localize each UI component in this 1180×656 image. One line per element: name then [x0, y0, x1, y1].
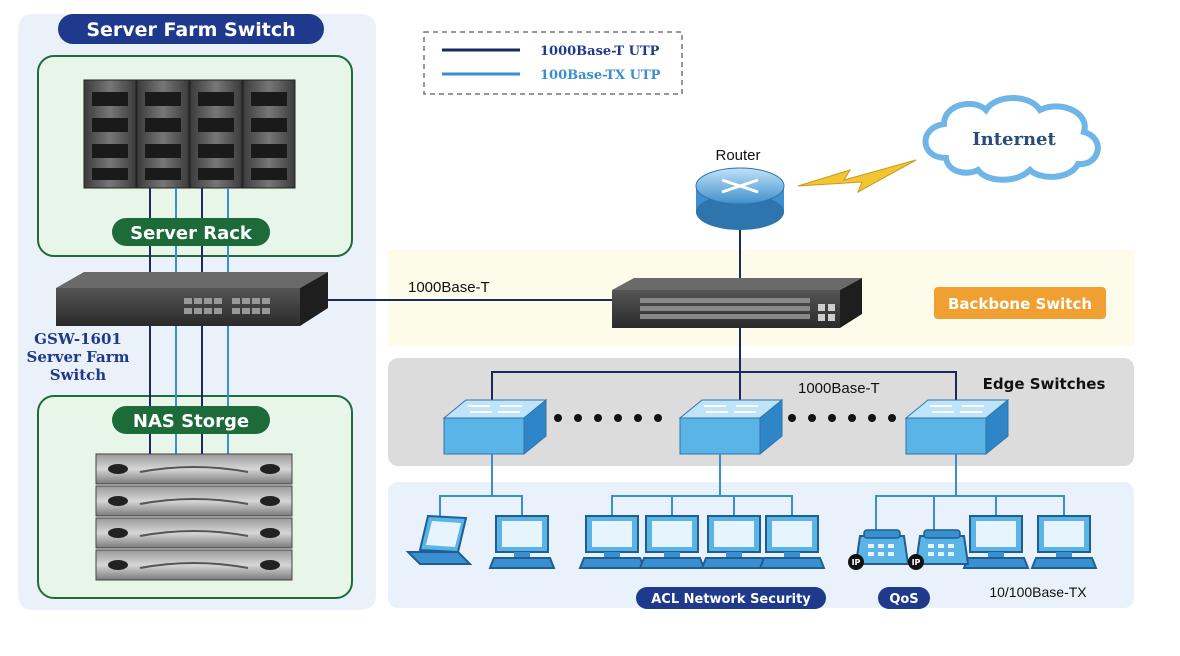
legend-label-1000base: 1000Base-T UTP [540, 44, 660, 59]
internet-label: Internet [972, 129, 1056, 150]
ip-phone-icon [914, 529, 970, 565]
internet-cloud-icon [922, 95, 1101, 183]
switch-caption-line-2: Server Farm [27, 348, 130, 366]
ip-badge-2-label: IP [912, 558, 921, 567]
ip-badge-1 [848, 554, 864, 570]
ip-phone-icon [854, 529, 910, 565]
legend-box [423, 31, 683, 95]
edge-to-client-links [439, 454, 1065, 530]
server-farm-title-pill [58, 14, 324, 44]
acl-security-label: ACL Network Security [651, 592, 811, 607]
core-link-label: 1000Base-T [408, 279, 490, 296]
laptop-icon [405, 514, 473, 565]
desktop-computer-icon [962, 515, 1030, 569]
backbone-switch-icon [612, 278, 862, 328]
router-icon [695, 167, 785, 230]
edge-switches-title: Edge Switches [983, 375, 1106, 393]
client-speed-label: 10/100Base-TX [989, 584, 1087, 600]
desktop-computer-icon [700, 515, 768, 569]
desktop-computer-icon [758, 515, 826, 569]
desktop-computer-icon [638, 515, 706, 569]
nas-storage-label: NAS Storge [133, 411, 249, 432]
ip-badge-2 [908, 554, 924, 570]
desktop-computer-icon [1030, 515, 1098, 569]
switch-model-label: GSW-1601 [34, 330, 122, 348]
qos-pill [878, 587, 930, 609]
desktop-computer-icon [488, 515, 556, 569]
edge-switch-icon-3 [904, 398, 1010, 456]
server-rack-label: Server Rack [130, 223, 253, 244]
switch-caption-line-3: Switch [50, 366, 107, 384]
backbone-to-edge-links [491, 328, 957, 402]
switch-caption: GSW-1601 Server Farm Switch [27, 330, 130, 384]
nas-storage-icon [95, 453, 293, 581]
edge-link-label: 1000Base-T [798, 380, 880, 397]
ellipsis-dots [554, 414, 896, 422]
edge-switch-icon-1 [442, 398, 548, 456]
legend-label-100base: 100Base-TX UTP [540, 68, 661, 83]
server-rack-pill [112, 218, 270, 246]
acl-security-pill [636, 587, 826, 609]
nas-storage-pill [112, 406, 270, 434]
switch-to-nas-links [149, 326, 229, 456]
edge-switch-icon-2 [678, 398, 784, 456]
lightning-bolt-icon [797, 159, 917, 194]
server-farm-title: Server Farm Switch [86, 19, 295, 41]
desktop-computer-icon [578, 515, 646, 569]
backbone-switch-pill [934, 287, 1106, 319]
router-label: Router [715, 147, 760, 164]
server-rack-icon [83, 79, 296, 189]
gsw-1601-switch-icon [56, 272, 328, 326]
ip-badge-1-label: IP [852, 558, 861, 567]
qos-label: QoS [889, 592, 918, 607]
backbone-switch-label: Backbone Switch [948, 295, 1092, 313]
